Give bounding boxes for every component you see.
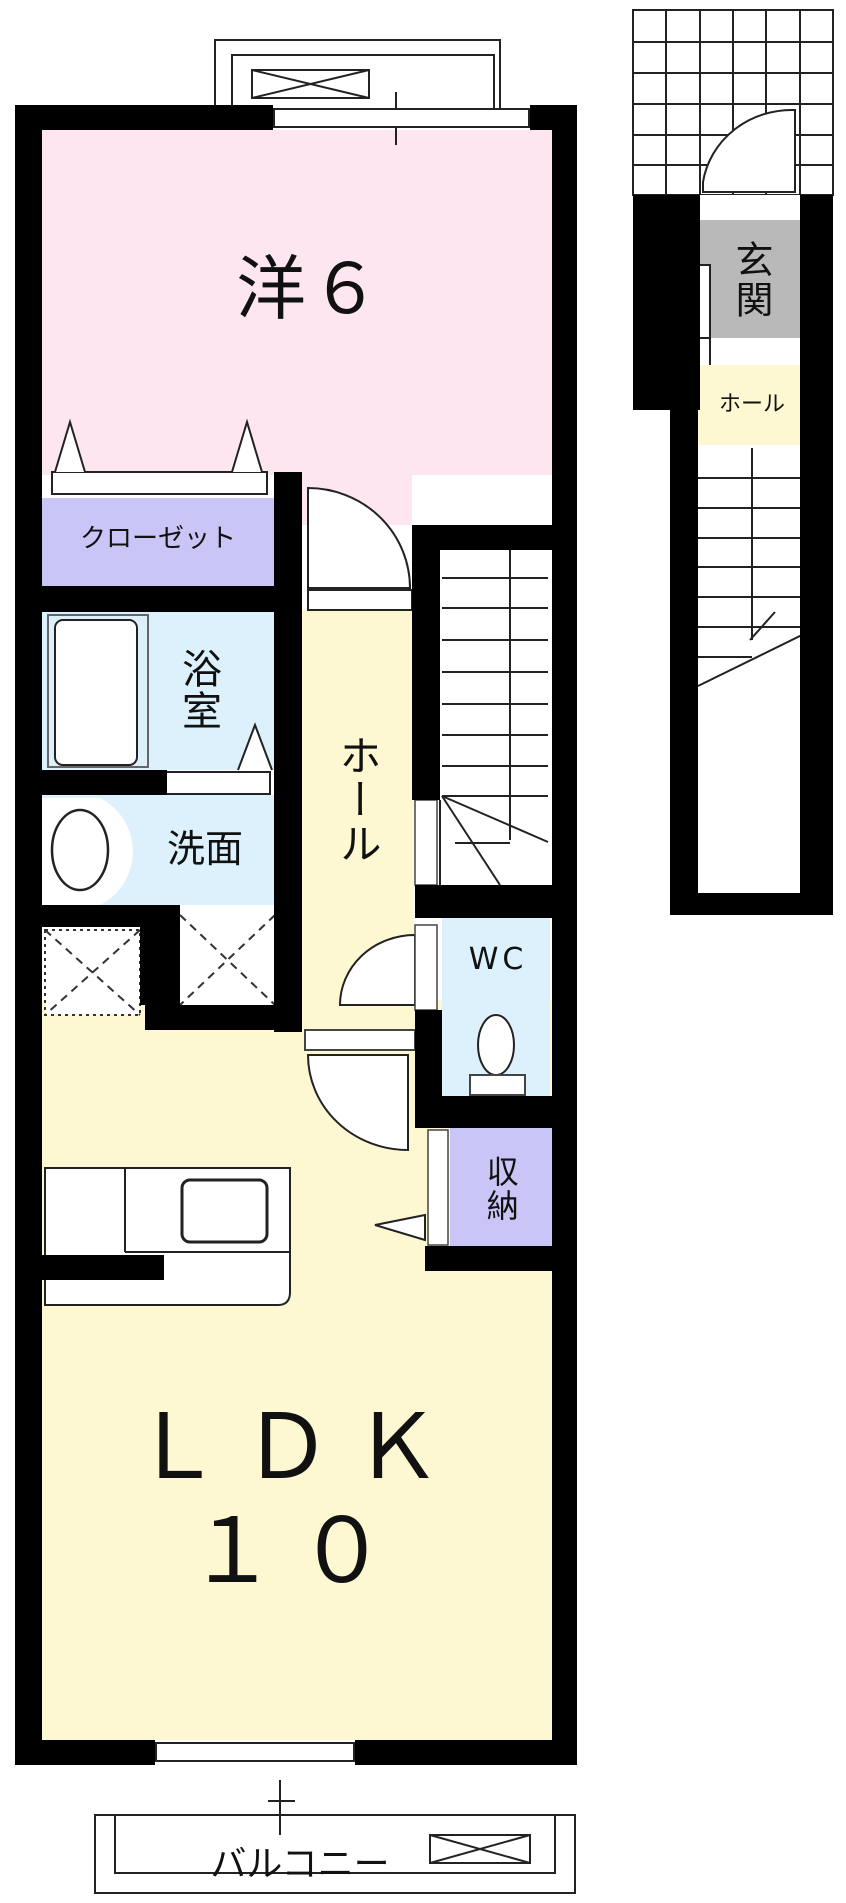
ldk-size: １０ (187, 1499, 407, 1604)
closet-floor (42, 498, 274, 586)
room-closet-label: クローゼット (79, 524, 236, 555)
room-wc-label: WC (468, 942, 528, 978)
room-hall-label: ホール (333, 734, 383, 866)
toilet (477, 1014, 515, 1076)
wall-left (15, 105, 42, 1765)
room-storage-label: 収納 (481, 1155, 520, 1223)
room-entry-hall-label: ホール (718, 392, 785, 418)
room-bath-label: 浴室 (175, 648, 221, 732)
storage-floor (450, 1128, 552, 1246)
room-western-label: 洋６ (236, 248, 384, 331)
wash-basin (50, 808, 110, 892)
wall-bottom-left (15, 1740, 155, 1765)
wall-top-left (15, 105, 273, 130)
room-entrance-label: 玄関 (728, 240, 773, 320)
room-ldk-label: ＬＤＫ １０ (42, 1380, 552, 1620)
western-room-floor (42, 130, 552, 475)
wall-bottom-right (355, 1740, 577, 1765)
entrance-floor (695, 220, 805, 338)
window-lower (155, 1742, 355, 1762)
ldk-name: ＬＤＫ (132, 1394, 462, 1500)
wall-right (552, 105, 577, 1765)
kitchen-sink (180, 1178, 269, 1244)
bathtub (54, 619, 138, 766)
room-washroom-label: 洗面 (166, 827, 243, 872)
ac-unit-upper (251, 69, 370, 99)
balcony-label: バルコニー (210, 1844, 390, 1886)
window-upper (273, 108, 530, 128)
entry-hall-floor (698, 365, 806, 445)
